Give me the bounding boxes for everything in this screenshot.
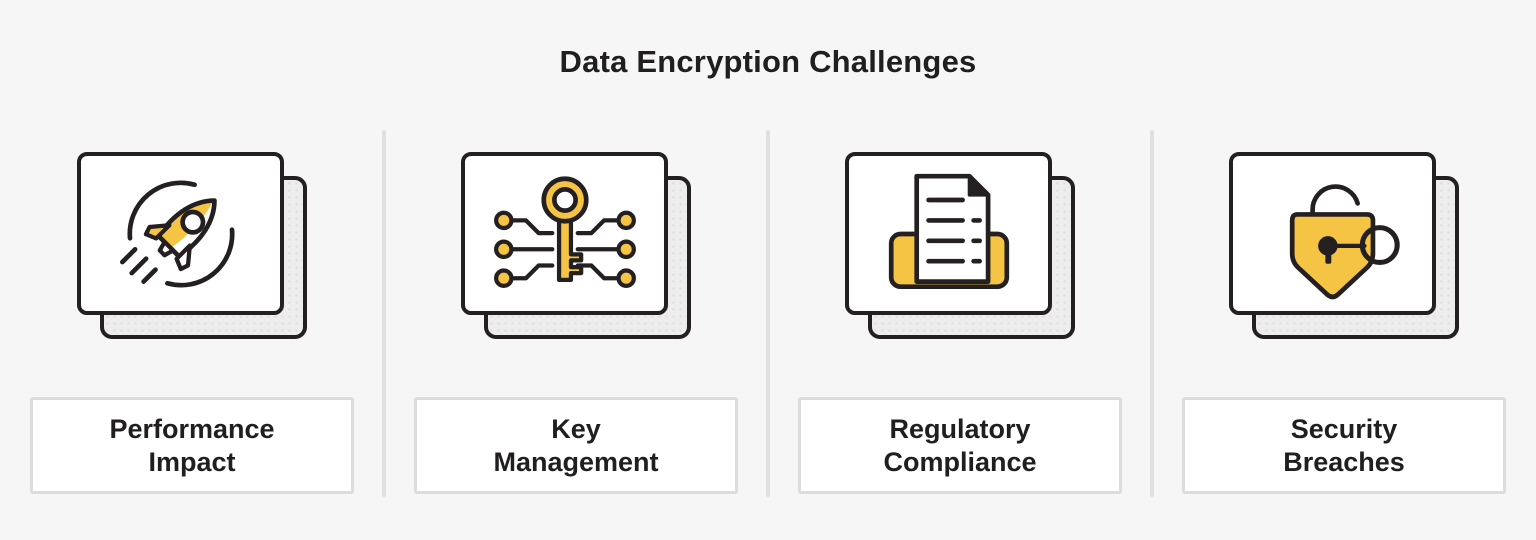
column-divider: [766, 130, 770, 497]
challenge-label: Security Breaches: [1283, 413, 1405, 477]
icon-card: [1229, 152, 1436, 315]
challenge-label: Performance Impact: [109, 413, 275, 477]
icon-card-stack: [1229, 152, 1459, 339]
page-title: Data Encryption Challenges: [559, 44, 977, 79]
challenge-label-box: Key Management: [414, 397, 738, 494]
unlocked-shield-icon: [1289, 183, 1400, 299]
column-performance-impact: Performance Impact: [0, 130, 384, 498]
column-regulatory-compliance: Regulatory Compliance: [768, 130, 1152, 498]
challenges-row: Performance Impact: [0, 130, 1536, 498]
column-security-breaches: Security Breaches: [1152, 130, 1536, 498]
icon-card: [77, 152, 284, 315]
circuit-key-icon: [493, 175, 636, 288]
icon-card-stack: [461, 152, 691, 339]
challenge-label: Key Management: [493, 413, 659, 477]
challenge-label-box: Regulatory Compliance: [798, 397, 1122, 494]
icon-card: [845, 152, 1052, 315]
column-divider: [382, 130, 386, 497]
icon-card-stack: [77, 152, 307, 339]
challenge-label-box: Security Breaches: [1182, 397, 1506, 494]
challenge-label-box: Performance Impact: [30, 397, 354, 494]
rocket-icon: [119, 180, 235, 287]
column-key-management: Key Management: [384, 130, 768, 498]
column-divider: [1150, 130, 1154, 497]
document-tray-icon: [888, 173, 1009, 289]
icon-card: [461, 152, 668, 315]
icon-card-stack: [845, 152, 1075, 339]
challenge-label: Regulatory Compliance: [883, 413, 1037, 477]
